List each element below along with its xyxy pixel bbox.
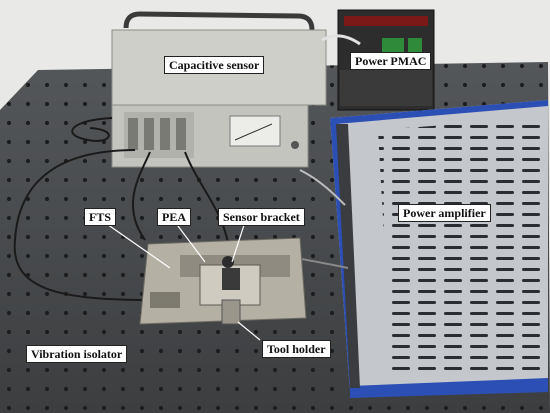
leader-lines	[103, 221, 261, 341]
vibration-isolator-label: Vibration isolator	[26, 345, 128, 363]
tool-holder-label: Tool holder	[262, 340, 331, 358]
capacitive-sensor-unit	[111, 11, 327, 168]
fts-label: FTS	[84, 208, 117, 226]
power-amplifier-label: Power amplifier	[398, 204, 491, 222]
power-amplifier-unit	[330, 100, 548, 398]
fts-stage	[139, 237, 307, 325]
capacitive-sensor-label: Capacitive sensor	[164, 56, 265, 74]
sensor-bracket-label: Sensor bracket	[218, 208, 305, 226]
pea-label: PEA	[157, 208, 191, 226]
power-pmac-label: Power PMAC	[350, 52, 432, 70]
